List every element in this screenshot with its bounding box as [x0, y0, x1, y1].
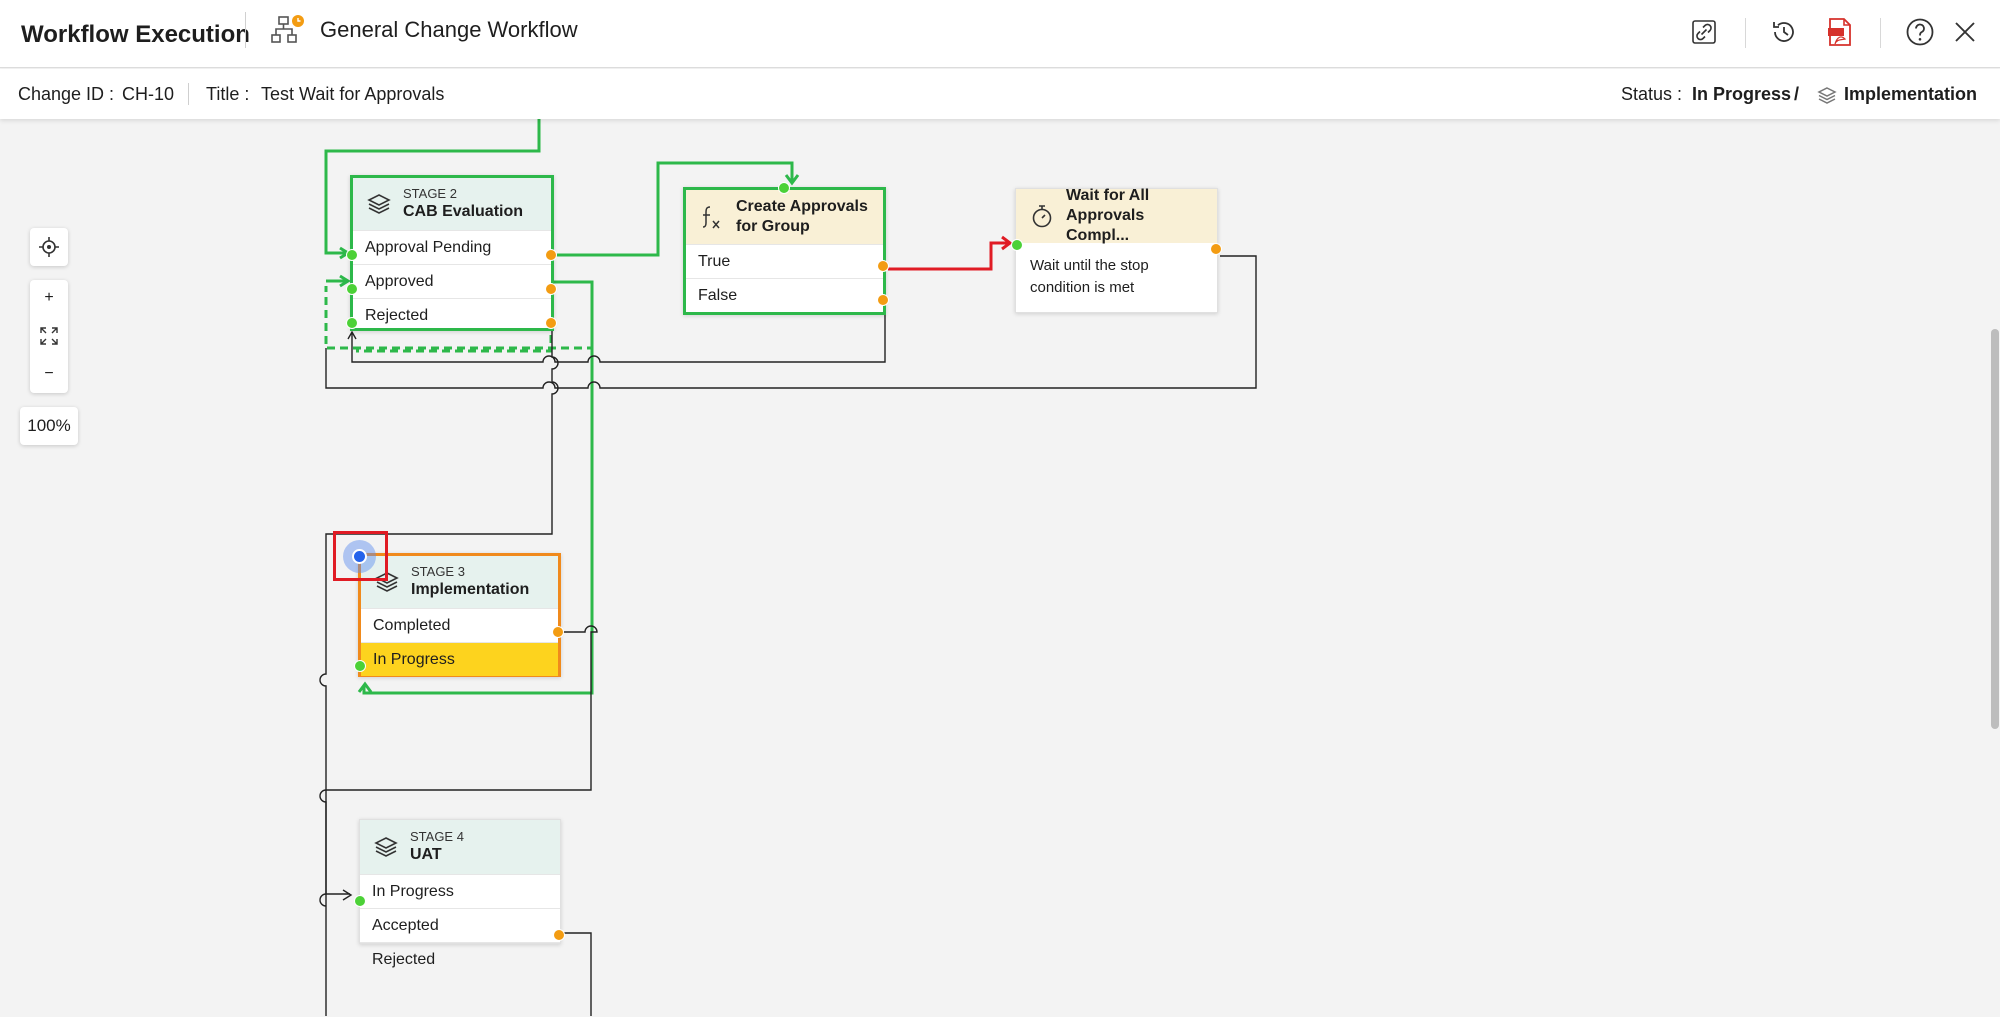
function-icon	[702, 206, 720, 229]
stage-4-node[interactable]: STAGE 4 UAT In Progress Accepted Rejecte…	[359, 819, 561, 968]
input-port[interactable]	[346, 249, 358, 261]
change-id-value: CH-10	[122, 84, 175, 104]
current-stage-value: Implementation	[1844, 84, 1978, 104]
close-icon	[1955, 22, 1975, 42]
change-info-bar: Change ID : CH-10 Title : Test Wait for …	[0, 69, 2000, 119]
header-divider	[1745, 18, 1746, 48]
focus-highlight	[333, 531, 388, 581]
fit-to-screen-button[interactable]	[30, 318, 68, 354]
stage-4-name: UAT	[410, 846, 442, 863]
header-divider	[1880, 18, 1881, 48]
link-button[interactable]	[1686, 14, 1722, 50]
output-port[interactable]	[545, 283, 557, 295]
stage-3-header: STAGE 3 Implementation	[361, 556, 558, 608]
cursor-center	[352, 549, 367, 564]
stage-2-label: STAGE 2	[403, 186, 457, 201]
target-icon	[39, 237, 59, 257]
history-icon	[1773, 22, 1794, 42]
expand-icon	[40, 327, 58, 345]
workflow-canvas[interactable]: + − 100% STAGE 2 CAB Evaluation Approval…	[0, 119, 2000, 1017]
timer-icon	[1032, 205, 1052, 228]
zoom-out-button[interactable]: −	[44, 365, 54, 382]
wait-approvals-node[interactable]: Wait for All Approvals Compl... Wait unt…	[1015, 187, 1218, 313]
header-bar: Workflow Execution General Change Workfl…	[0, 0, 2000, 68]
wait-approvals-name-1: Wait for All	[1066, 187, 1150, 204]
output-port[interactable]	[552, 626, 564, 638]
cursor-indicator	[343, 540, 376, 573]
close-button[interactable]	[1947, 14, 1983, 50]
create-approvals-node[interactable]: Create Approvals for Group True False	[683, 187, 886, 315]
input-port[interactable]	[354, 895, 366, 907]
stage-2-status-rejected[interactable]: Rejected	[353, 298, 551, 332]
stage-4-label: STAGE 4	[410, 829, 464, 844]
create-approvals-output-true[interactable]: True	[686, 244, 883, 278]
stage-3-node[interactable]: STAGE 3 Implementation Completed In Prog…	[358, 553, 561, 677]
page-title: Workflow Execution	[21, 21, 250, 48]
title-divider	[245, 12, 246, 48]
pdf-icon	[1828, 18, 1851, 46]
stage-4-header: STAGE 4 UAT	[360, 820, 560, 874]
stage-layers-icon	[367, 194, 391, 214]
stage-layers-icon	[374, 837, 398, 857]
stage-2-name: CAB Evaluation	[403, 203, 524, 220]
output-port[interactable]	[1210, 243, 1222, 255]
create-approvals-output-false[interactable]: False	[686, 278, 883, 312]
help-icon	[1906, 18, 1934, 46]
stage-3-status-completed[interactable]: Completed	[361, 608, 558, 642]
stage-icon	[1817, 87, 1837, 104]
wait-approvals-header: Wait for All Approvals Compl...	[1016, 187, 1217, 244]
zoom-in-button[interactable]: +	[44, 289, 54, 306]
create-approvals-name-2: for Group	[736, 218, 810, 235]
stage-2-header: STAGE 2 CAB Evaluation	[353, 178, 551, 230]
workflow-name: General Change Workflow	[320, 17, 578, 42]
history-button[interactable]	[1766, 14, 1802, 50]
stage-3-status-in-progress[interactable]: In Progress	[361, 642, 558, 676]
change-id-label: Change ID :	[18, 84, 115, 104]
output-port[interactable]	[877, 260, 889, 272]
zoom-level: 100%	[20, 407, 78, 445]
stage-3-label: STAGE 3	[411, 564, 465, 579]
input-port[interactable]	[346, 317, 358, 329]
status-separator: /	[1794, 84, 1800, 104]
create-approvals-name-1: Create Approvals	[736, 198, 868, 215]
create-approvals-header: Create Approvals for Group	[686, 190, 883, 244]
stage-2-status-approval-pending[interactable]: Approval Pending	[353, 230, 551, 264]
status-label: Status :	[1621, 84, 1683, 104]
stage-3-name: Implementation	[411, 581, 530, 598]
connector-lines	[319, 119, 1257, 1016]
vertical-scrollbar[interactable]	[1991, 329, 1999, 729]
title-value: Test Wait for Approvals	[261, 84, 445, 104]
stage-2-node[interactable]: STAGE 2 CAB Evaluation Approval Pending …	[350, 175, 554, 331]
output-port[interactable]	[877, 294, 889, 306]
input-port[interactable]	[346, 283, 358, 295]
wait-approvals-description: Wait until the stop condition is met	[1016, 243, 1217, 311]
help-button[interactable]	[1902, 14, 1938, 50]
recenter-control[interactable]	[30, 228, 68, 266]
title-label: Title :	[206, 84, 250, 104]
recenter-button[interactable]	[30, 229, 68, 265]
export-pdf-button[interactable]	[1822, 14, 1858, 50]
wait-description-line-1: Wait until the stop	[1030, 257, 1149, 274]
input-port[interactable]	[778, 182, 790, 194]
output-port[interactable]	[553, 929, 565, 941]
stage-2-status-approved[interactable]: Approved	[353, 264, 551, 298]
stage-4-status-rejected[interactable]: Rejected	[360, 942, 560, 976]
input-port[interactable]	[354, 660, 366, 672]
output-port[interactable]	[545, 317, 557, 329]
output-port[interactable]	[545, 249, 557, 261]
link-icon	[1692, 20, 1716, 44]
input-port[interactable]	[1011, 239, 1023, 251]
workflow-icon	[270, 14, 306, 46]
wait-description-line-2: condition is met	[1030, 279, 1135, 296]
status-value: In Progress	[1692, 84, 1792, 104]
zoom-controls: + −	[30, 280, 68, 393]
stage-4-status-accepted[interactable]: Accepted	[360, 908, 560, 942]
wait-approvals-name-2: Approvals Compl...	[1066, 207, 1145, 244]
info-divider	[188, 83, 189, 105]
stage-4-status-in-progress[interactable]: In Progress	[360, 874, 560, 908]
stage-layers-icon	[375, 572, 399, 592]
